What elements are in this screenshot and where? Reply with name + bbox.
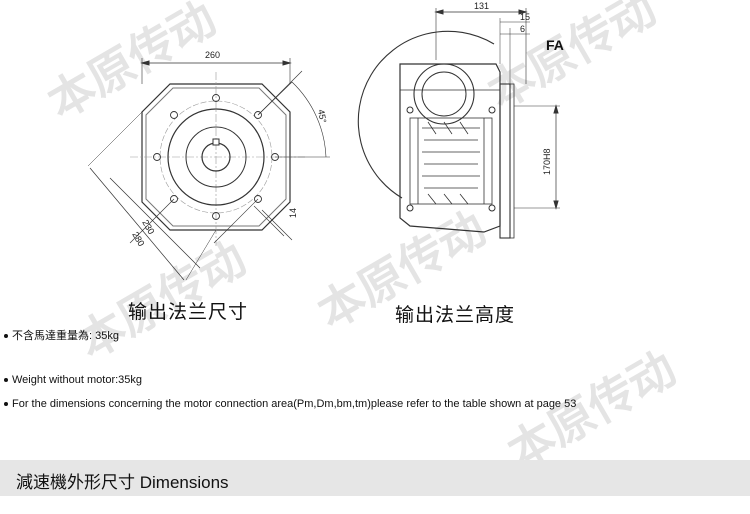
pcd-circle bbox=[159, 100, 273, 214]
note-text: 不含馬達重量為: 35kg bbox=[12, 330, 119, 342]
view-label: FA bbox=[546, 37, 564, 53]
bolt-hole bbox=[170, 111, 178, 119]
watermark: 本原传动 bbox=[479, 0, 665, 120]
note-reference: For the dimensions concerning the motor … bbox=[4, 398, 576, 410]
dim-overall: 131 bbox=[474, 1, 489, 11]
bolt-head bbox=[488, 106, 496, 114]
bolt-head bbox=[406, 204, 414, 212]
dim-angle: 45° bbox=[316, 109, 328, 125]
note-text: For the dimensions concerning the motor … bbox=[12, 398, 577, 410]
bolt-head bbox=[406, 106, 414, 114]
gearbox-section-view bbox=[357, 8, 560, 239]
right-view-caption: 输出法兰高度 bbox=[395, 304, 516, 326]
flange-boss bbox=[167, 108, 265, 206]
dim-width: 260 bbox=[205, 50, 220, 60]
bolt-hole bbox=[212, 212, 220, 220]
bolt-hole bbox=[212, 94, 220, 102]
bolt-hole bbox=[170, 195, 178, 203]
bolt-hole bbox=[153, 153, 161, 161]
note-weight-en: Weight without motor:35kg bbox=[4, 374, 142, 386]
watermark: 本原传动 bbox=[39, 0, 225, 130]
note-weight-cn: 不含馬達重量為: 35kg bbox=[4, 327, 119, 343]
worm-bore bbox=[413, 63, 475, 125]
flange-face-view bbox=[87, 58, 330, 281]
dim-pcd-inner: 230 bbox=[140, 218, 156, 236]
gearbox-section-dimensions: 131 15 6 170H8 FA bbox=[474, 1, 564, 175]
watermark: 本原传动 bbox=[499, 341, 685, 480]
bullet-icon bbox=[4, 378, 8, 383]
gearbox-body bbox=[399, 63, 501, 233]
left-view-caption: 输出法兰尺寸 bbox=[128, 301, 249, 323]
gear-section bbox=[409, 117, 493, 205]
housing-arc bbox=[357, 30, 495, 199]
section-title: 減速機外形尺寸 Dimensions bbox=[16, 473, 229, 492]
flange-outline bbox=[141, 83, 291, 231]
bolt-hole bbox=[254, 111, 262, 119]
dim-flange-b: 6 bbox=[520, 24, 525, 34]
section-footer-band: 減速機外形尺寸 Dimensions bbox=[0, 460, 750, 496]
keyway bbox=[212, 138, 220, 146]
dim-hole: 14 bbox=[288, 208, 298, 218]
bullet-icon bbox=[4, 402, 8, 407]
dim-spigot: 170H8 bbox=[542, 148, 552, 175]
dim-flange-a: 15 bbox=[520, 12, 530, 22]
flange-face-dimensions: 260 45° 230 280 14 bbox=[130, 50, 328, 248]
note-text: Weight without motor:35kg bbox=[12, 374, 143, 386]
flange-outline-inner bbox=[145, 87, 287, 227]
bolt-hole bbox=[254, 195, 262, 203]
bolt-head bbox=[488, 204, 496, 212]
bullet-icon bbox=[4, 334, 8, 339]
